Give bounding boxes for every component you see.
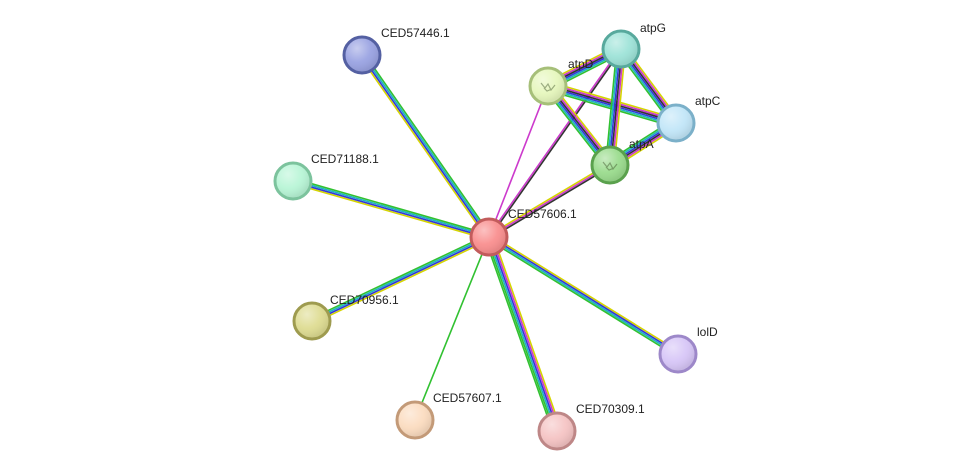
edge-CED57606.1-CED57446.1 bbox=[359, 53, 492, 239]
edge-strand bbox=[488, 85, 549, 238]
node-CED57606.1[interactable]: CED57606.1 bbox=[469, 207, 577, 257]
edge-strand bbox=[489, 165, 612, 240]
node-sheen bbox=[659, 106, 693, 140]
node-label: CED71188.1 bbox=[311, 152, 379, 166]
node-label: lolD bbox=[697, 325, 718, 339]
node-label: CED70956.1 bbox=[330, 293, 399, 307]
edge-CED57606.1-atpG bbox=[487, 48, 623, 238]
node-label: atpD bbox=[568, 57, 594, 71]
edge-strand bbox=[487, 238, 678, 357]
edge-strand bbox=[487, 48, 621, 237]
node-sheen bbox=[295, 304, 329, 338]
node-CED57446.1[interactable]: CED57446.1 bbox=[342, 26, 450, 75]
edge-CED57606.1-atpD bbox=[488, 85, 549, 238]
edge-strand bbox=[611, 49, 625, 166]
node-label: atpC bbox=[695, 94, 721, 108]
node-CED71188.1[interactable]: CED71188.1 bbox=[273, 152, 379, 201]
edge-strand bbox=[484, 238, 554, 433]
node-sheen bbox=[593, 148, 627, 182]
node-label: CED57446.1 bbox=[381, 26, 450, 40]
nodes-layer: CED57606.1 CED57446.1CED71188.1CED70956.1… bbox=[273, 21, 721, 451]
edge-strand bbox=[613, 49, 627, 166]
edge-strand bbox=[293, 179, 490, 237]
node-CED70956.1[interactable]: CED70956.1 bbox=[292, 293, 399, 341]
node-sheen bbox=[345, 38, 379, 72]
node-sheen bbox=[540, 414, 574, 448]
node-CED70309.1[interactable]: CED70309.1 bbox=[537, 402, 645, 451]
edge-strand bbox=[492, 235, 562, 430]
node-label: atpA bbox=[629, 137, 654, 151]
edge-strand bbox=[312, 237, 490, 323]
node-sheen bbox=[661, 337, 695, 371]
edge-strand bbox=[360, 55, 489, 238]
edge-CED57606.1-lolD bbox=[487, 234, 680, 357]
node-sheen bbox=[604, 32, 638, 66]
node-sheen bbox=[398, 403, 432, 437]
edge-strand bbox=[292, 181, 489, 239]
edge-CED57606.1-CED70309.1 bbox=[484, 235, 562, 433]
edge-strand bbox=[292, 182, 489, 241]
edge-strand bbox=[487, 162, 610, 237]
edge-CED57606.1-CED57607.1 bbox=[414, 236, 490, 421]
edge-CED57606.1-CED70956.1 bbox=[310, 233, 491, 325]
node-sheen bbox=[276, 164, 310, 198]
node-label: CED57607.1 bbox=[433, 391, 502, 405]
edge-CED57606.1-atpA bbox=[487, 162, 612, 240]
structure-glyph-icon bbox=[540, 82, 556, 92]
node-atpD[interactable]: atpD bbox=[528, 57, 594, 106]
edge-strand bbox=[414, 236, 490, 421]
edge-CED57606.1-CED71188.1 bbox=[292, 177, 490, 241]
node-atpC[interactable]: atpC bbox=[656, 94, 721, 143]
edge-strand bbox=[362, 54, 491, 237]
edge-strand bbox=[359, 56, 488, 239]
edge-strand bbox=[489, 49, 623, 238]
edge-strand bbox=[363, 53, 492, 236]
edge-strand bbox=[488, 237, 678, 356]
node-label: atpG bbox=[640, 21, 666, 35]
node-label: CED70309.1 bbox=[576, 402, 645, 416]
edge-strand bbox=[311, 235, 489, 321]
node-sheen bbox=[472, 220, 506, 254]
structure-glyph-icon bbox=[602, 161, 618, 171]
edge-strand bbox=[488, 164, 611, 238]
node-atpA[interactable]: atpA bbox=[590, 137, 654, 185]
edge-strand bbox=[485, 237, 556, 433]
edge-strand bbox=[606, 48, 620, 165]
node-atpG[interactable]: atpG bbox=[601, 21, 666, 69]
node-lolD[interactable]: lolD bbox=[658, 325, 718, 374]
edge-strand bbox=[490, 235, 561, 431]
edge-strand bbox=[310, 233, 489, 320]
edge-strand bbox=[293, 177, 490, 236]
edge-strand bbox=[489, 235, 679, 354]
node-CED57607.1[interactable]: CED57607.1 bbox=[395, 391, 502, 440]
edge-strand bbox=[489, 234, 680, 353]
edge-strand bbox=[487, 237, 557, 432]
edge-strand bbox=[312, 238, 491, 325]
node-sheen bbox=[531, 69, 565, 103]
node-label: CED57606.1 bbox=[508, 207, 577, 221]
edge-strand bbox=[489, 236, 559, 431]
edge-strand bbox=[604, 48, 618, 165]
